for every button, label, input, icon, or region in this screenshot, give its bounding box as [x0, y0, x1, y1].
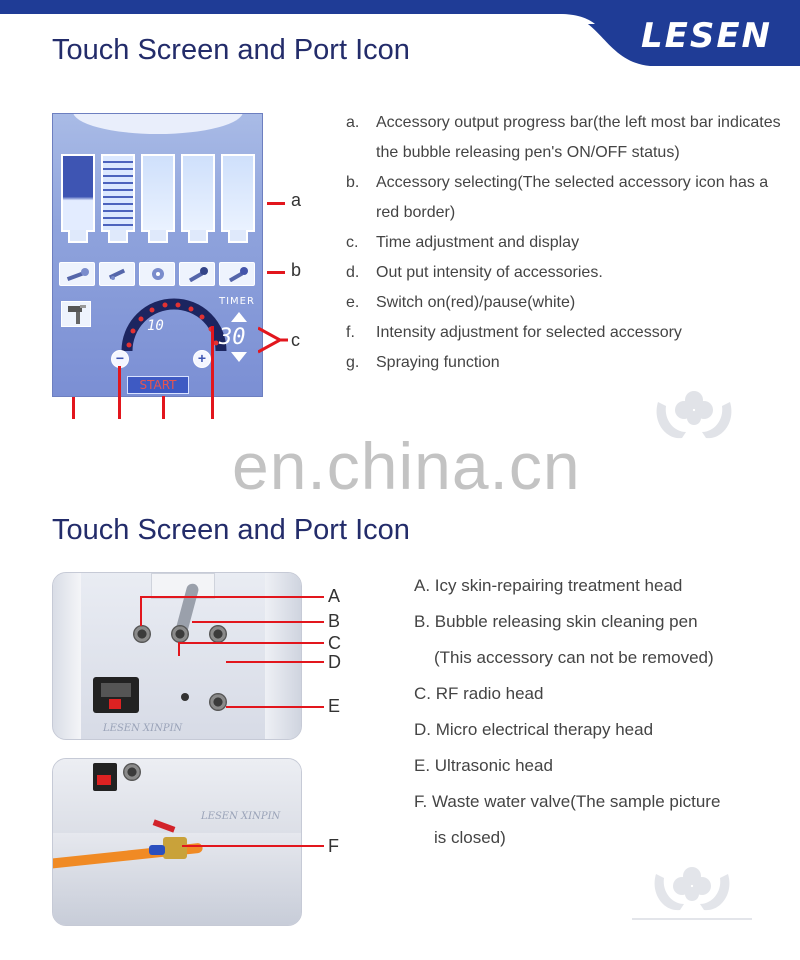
- section-title-ports: Touch Screen and Port Icon: [52, 514, 410, 546]
- callout-line-A: [140, 596, 324, 598]
- touch-screen-panel: 10 − + TIMER 30 START: [52, 113, 263, 397]
- progress-bar-neck: [228, 230, 248, 243]
- port-label-B: B: [328, 611, 341, 631]
- port-top: [123, 763, 141, 781]
- micro-current-icon: [188, 267, 208, 282]
- timer-label: TIMER: [219, 296, 255, 307]
- port-legend-item: A. Icy skin-repairing treatment head: [414, 576, 683, 595]
- port-label-F: F: [328, 836, 339, 856]
- timer-display: 30: [219, 325, 246, 350]
- accessory-icy-head-button[interactable]: [59, 262, 95, 286]
- port-label-C: C: [328, 633, 341, 653]
- port-legend-item: C. RF radio head: [414, 684, 544, 703]
- legend-item-b: b.Accessory selecting(The selected acces…: [346, 174, 769, 221]
- legend-item-g: g.Spraying function: [346, 354, 500, 371]
- callout-line-e: [162, 396, 165, 419]
- progress-bar-neck: [68, 230, 88, 243]
- port-e: [209, 693, 227, 711]
- intensity-increase-button[interactable]: +: [193, 350, 211, 368]
- lesen-watermark-logo-icon: [632, 867, 752, 920]
- legend-item-d: d.Out put intensity of accessories.: [346, 264, 603, 281]
- callout-line-C-down: [178, 642, 180, 656]
- callout-line-A-down: [140, 596, 142, 626]
- icy-head-icon: [66, 268, 89, 281]
- valve-fitting: [149, 845, 165, 855]
- callout-label-b: b: [291, 260, 302, 280]
- legend-item-f: f.Intensity adjustment for selected acce…: [346, 324, 682, 341]
- ultrasonic-icon: [228, 267, 248, 282]
- waste-valve-photo: LESEN XINPIN: [52, 758, 302, 926]
- callout-line-f: [118, 366, 121, 419]
- header-banner: [0, 0, 800, 66]
- port-legend: A. Icy skin-repairing treatment head B. …: [414, 568, 784, 856]
- port-a: [133, 625, 151, 643]
- progress-bar-neck: [148, 230, 168, 243]
- callout-line-E: [226, 706, 324, 708]
- progress-bar: [181, 154, 215, 232]
- timer-down-arrow-icon[interactable]: [231, 352, 247, 362]
- port-legend-item: B. Bubble releasing skin cleaning pen: [414, 612, 698, 631]
- progress-bar: [101, 154, 135, 232]
- progress-bar: [141, 154, 175, 232]
- callout-line-d: [211, 326, 214, 419]
- photo-brand-tag: LESEN XINPIN: [103, 723, 183, 734]
- callout-bracket-c: [258, 326, 288, 354]
- port-c: [171, 625, 189, 643]
- progress-bar-bubble-pen: [61, 154, 95, 232]
- screen-top-curve: [73, 114, 243, 134]
- port-panel-photo: LESEN XINPIN: [52, 572, 302, 740]
- callout-label-c: c: [291, 330, 300, 350]
- legend-item-e: e.Switch on(red)/pause(white): [346, 294, 576, 311]
- accessory-ultrasonic-button[interactable]: [219, 262, 255, 286]
- port-legend-item: D. Micro electrical therapy head: [414, 720, 654, 739]
- progress-bar-neck: [188, 230, 208, 243]
- brand-logo: LESEN: [640, 16, 772, 56]
- callout-line-F: [182, 845, 324, 847]
- port-legend-item: (This accessory can not be removed): [434, 648, 714, 667]
- bubble-pen-icon: [108, 268, 126, 280]
- section-title: Touch Screen and Port Icon: [52, 34, 410, 66]
- progress-bar: [221, 154, 255, 232]
- valve-body: [163, 837, 187, 859]
- touch-screen-legend: a.Accessory output progress bar(the left…: [346, 108, 786, 378]
- photo-brand-tag: LESEN XINPIN: [201, 811, 281, 822]
- accessory-bubble-pen-button[interactable]: [99, 262, 135, 286]
- callout-label-a: a: [291, 190, 302, 210]
- port-d: [209, 625, 227, 643]
- timer-up-arrow-icon[interactable]: [231, 312, 247, 322]
- port-label-D: D: [328, 652, 341, 672]
- clover-logo-icon: [656, 391, 732, 439]
- port-legend-item: F. Waste water valve(The sample picture: [414, 792, 721, 811]
- port-label-A: A: [328, 586, 341, 606]
- rf-head-icon: [152, 268, 164, 280]
- power-socket: [93, 677, 139, 713]
- spray-button[interactable]: [61, 301, 91, 327]
- start-button[interactable]: START: [127, 376, 189, 394]
- callout-line-g: [72, 397, 75, 419]
- port-legend-item: is closed): [434, 828, 506, 847]
- legend-item-a: a.Accessory output progress bar(the left…: [346, 114, 781, 161]
- port-legend-item: E. Ultrasonic head: [414, 756, 553, 775]
- callout-line-C: [178, 642, 324, 644]
- callout-line-D: [226, 661, 324, 663]
- progress-bar-neck: [108, 230, 128, 243]
- watermark-text: en.china.cn: [232, 429, 581, 503]
- callout-line-b: [267, 271, 285, 274]
- accessory-rf-head-button[interactable]: [139, 262, 175, 286]
- callout-line-B: [192, 621, 324, 623]
- callout-line-a: [267, 202, 285, 205]
- accessory-micro-current-button[interactable]: [179, 262, 215, 286]
- legend-item-c: c.Time adjustment and display: [346, 234, 580, 251]
- spray-gun-icon: [68, 305, 86, 324]
- intensity-display: 10: [147, 318, 164, 334]
- port-label-E: E: [328, 696, 341, 716]
- intensity-dial: [121, 298, 227, 352]
